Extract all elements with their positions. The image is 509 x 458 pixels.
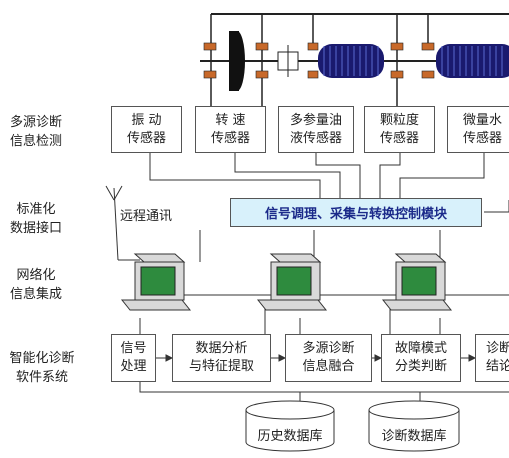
row-label-network: 网络化信息集成: [9, 268, 62, 302]
antenna-icon: [105, 185, 140, 261]
network-lines: [139, 230, 509, 334]
row-label-detection: 多源诊断信息检测: [9, 115, 62, 149]
computer-icon-1: [120, 253, 192, 311]
database-cylinder-diagnosis: [368, 400, 460, 452]
coil-left: [318, 44, 384, 78]
sensor-oil: 多参量油液传感器: [278, 106, 354, 153]
database-history-label: 历史数据库: [257, 429, 323, 444]
software-info-fusion: 多源诊断信息融合: [285, 334, 372, 382]
bearing-blocks: [203, 42, 435, 79]
software-signal-processing: 信号处理: [111, 334, 156, 382]
signal-conditioning-module: 信号调理、采集与转换控制模块: [230, 198, 482, 227]
row-label-interface: 标准化数据接口: [9, 202, 62, 236]
software-feature-extraction: 数据分析与特征提取: [172, 334, 271, 382]
sensor-particle: 颗粒度传感器: [364, 106, 435, 153]
software-diagnosis-conclusion: 诊断结论: [475, 334, 509, 382]
sensor-speed: 转 速传感器: [195, 106, 266, 153]
row-label-software: 智能化诊断软件系统: [9, 351, 75, 385]
database-cylinder-history: [245, 400, 335, 452]
machinery-illustration: [200, 13, 509, 106]
sensor-vibration: 振 动传感器: [111, 106, 182, 153]
computer-icon-3: [381, 253, 453, 311]
software-fault-classification: 故障模式分类判断: [381, 334, 461, 382]
sensor-to-module-connectors: [149, 152, 509, 213]
sensor-moisture: 微量水传感器: [447, 106, 509, 153]
computer-icon-2: [256, 253, 328, 311]
remote-communication-label: 远程通讯: [120, 209, 173, 224]
software-flow-arrows: [156, 354, 477, 362]
database-diagnosis-label: 诊断数据库: [381, 429, 447, 444]
coil-right: [436, 44, 509, 78]
